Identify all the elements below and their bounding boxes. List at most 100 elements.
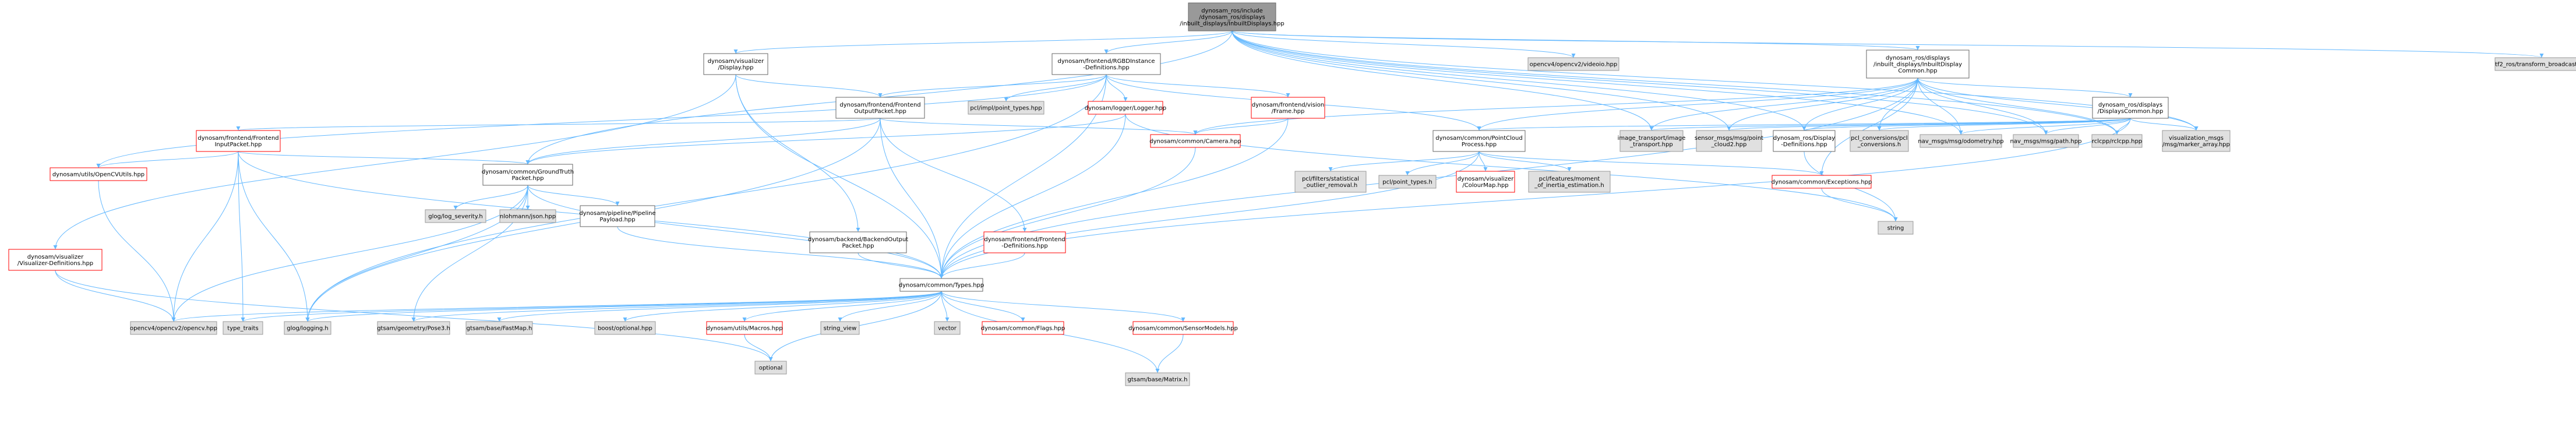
node-label-line: InputPacket.hpp <box>215 142 262 148</box>
node-label-line: Packet.hpp <box>842 243 874 249</box>
node-label-line: opencv4/opencv2/opencv.hpp <box>130 326 217 332</box>
node-box <box>1696 130 1762 152</box>
node-vision_frame[interactable]: dynosam/frontend/vision/Frame.hpp <box>1251 97 1325 119</box>
edge-root-to-tf2 <box>1231 30 2543 58</box>
edge-inbuilt_common-to-pointcloud <box>1477 77 1918 131</box>
node-exceptions[interactable]: dynosam/common/Exceptions.hpp <box>1772 175 1872 189</box>
edge-vis_display-to-types <box>735 74 944 279</box>
node-rgbd[interactable]: dynosam/frontend/RGBDInstance-Definition… <box>1051 53 1161 75</box>
node-label-line: glog/logging.h <box>287 326 329 332</box>
node-label-line: /DisplaysCommon.hpp <box>2098 108 2164 115</box>
node-box <box>465 321 533 335</box>
node-camera[interactable]: dynosam/common/Camera.hpp <box>1149 134 1241 148</box>
node-label-line: dynosam/common/Types.hpp <box>899 283 984 289</box>
node-label-line: dynosam/visualizer <box>27 254 84 260</box>
node-box <box>899 278 983 292</box>
node-box <box>594 321 656 335</box>
node-logger[interactable]: dynosam/logger/Logger.hpp <box>1085 101 1166 115</box>
edge-types-to-gtsam_pose3 <box>411 291 942 322</box>
node-opencv_utils[interactable]: dynosam/utils/OpenCVUtils.hpp <box>50 167 147 181</box>
edge-displays_common-to-image_transport <box>1650 118 2131 131</box>
edge-ground_truth-to-pipeline_payload <box>527 185 620 206</box>
node-pcl_filters: pcl/filters/statistical_outlier_removal.… <box>1294 171 1367 193</box>
node-box <box>425 209 486 223</box>
node-gtsam_pose3: gtsam/geometry/Pose3.h <box>377 321 450 335</box>
edge-pointcloud-to-pcl_moment <box>1478 151 1572 172</box>
node-box <box>1527 57 1619 71</box>
node-label-line: dynosam/common/GroundTruth <box>482 169 574 175</box>
edge-displays_common-to-nav_odom <box>1959 118 2131 135</box>
edge-rgbd-to-vision_frame <box>1106 74 1290 98</box>
node-label-line: visualization_msgs <box>2169 135 2224 142</box>
node-types[interactable]: dynosam/common/Types.hpp <box>899 278 984 292</box>
node-pcl_point_types_hpp: pcl/impl/point_types.hpp <box>968 101 1044 115</box>
node-label-line: gtsam/geometry/Pose3.h <box>377 326 450 332</box>
edge-inbuilt_common-to-vis_marker <box>1917 77 2199 131</box>
edge-types-to-opencv_main <box>171 291 942 322</box>
edge-frontend_output-to-types <box>880 118 944 279</box>
node-vis_display[interactable]: dynosam/visualizer/Display.hpp <box>703 53 768 75</box>
node-colourmap[interactable]: dynosam/visualizer/ColourMap.hpp <box>1456 171 1515 193</box>
node-label-line: Packet.hpp <box>512 175 544 182</box>
node-label-line: /msg/marker_array.hpp <box>2162 142 2230 148</box>
edge-root-to-sensor_pc2 <box>1231 30 1731 131</box>
node-label-line: dynosam/utils/OpenCVUtils.hpp <box>52 172 144 178</box>
edge-vis_defs-to-opencv_main <box>55 270 176 322</box>
node-box <box>1773 130 1836 152</box>
node-label-line: Process.hpp <box>1462 142 1497 148</box>
node-sensor_models[interactable]: dynosam/common/SensorModels.hpp <box>1128 321 1238 335</box>
node-label-line: -Definitions.hpp <box>1781 142 1827 148</box>
node-box <box>1150 134 1241 148</box>
edge-root-to-rgbd <box>1104 30 1233 54</box>
edge-vision_frame-to-camera <box>1193 118 1289 135</box>
edge-vis_defs-to-optional <box>55 270 773 362</box>
node-box <box>377 321 450 335</box>
node-optional: optional <box>754 361 787 375</box>
node-gtsam_fastmap: gtsam/base/FastMap.h <box>465 321 533 335</box>
edge-displays_common-to-pcl_conversions <box>1877 118 2131 131</box>
edge-frontend_output-to-ground_truth <box>525 118 881 165</box>
node-root[interactable]: dynosam_ros/include/dynosam_ros/displays… <box>1180 2 1285 31</box>
node-frontend_defs[interactable]: dynosam/frontend/Frontend-Definitions.hp… <box>983 231 1066 253</box>
node-type_traits: type_traits <box>223 321 263 335</box>
node-flags[interactable]: dynosam/common/Flags.hpp <box>981 321 1065 335</box>
edge-types-to-gtsam_fastmap <box>497 291 942 322</box>
edge-frontend_input-to-ground_truth <box>238 151 530 165</box>
node-gtsam_matrix: gtsam/base/Matrix.h <box>1125 372 1190 386</box>
node-box <box>1251 97 1325 119</box>
node-label-line: glog/log_severity.h <box>428 214 482 220</box>
node-label-line: dynosam/frontend/Frontend <box>984 237 1065 243</box>
edge-pointcloud-to-colourmap <box>1478 151 1488 172</box>
node-boost_optional: boost/optional.hpp <box>594 321 656 335</box>
node-box <box>1850 130 1909 152</box>
edge-frontend_defs-to-types <box>939 252 1025 279</box>
node-box <box>8 249 103 271</box>
node-macros[interactable]: dynosam/utils/Macros.hpp <box>706 321 783 335</box>
edge-logger-to-types <box>939 114 1126 279</box>
edge-pointcloud-to-exceptions <box>1478 151 1824 176</box>
node-label-line: gtsam/base/FastMap.h <box>467 326 532 332</box>
node-label-line: dynosam/common/PointCloud <box>1435 135 1523 142</box>
edge-vision_frame-to-types <box>939 118 1289 279</box>
node-label-line: pcl/point_types.h <box>1382 179 1432 186</box>
node-vis_defs[interactable]: dynosam/visualizer/Visualizer-Definition… <box>8 249 103 271</box>
node-label-line: dynosam/frontend/Frontend <box>197 135 278 142</box>
node-label-line: /inbuilt_displays/InbuiltDisplay <box>1873 62 1962 68</box>
node-label-line: dynosam/common/Camera.hpp <box>1149 139 1241 145</box>
node-box <box>820 321 860 335</box>
node-sensor_pc2: sensor_msgs/msg/point_cloud2.hpp <box>1695 130 1763 152</box>
edge-frontend_output-to-camera <box>880 118 1198 135</box>
node-string: string <box>1878 221 1914 235</box>
node-box <box>1088 101 1163 115</box>
node-frontend_output[interactable]: dynosam/frontend/FrontendOutputPacket.hp… <box>835 97 925 119</box>
edge-inbuilt_common-to-camera <box>1193 77 1918 135</box>
node-ros_display_defs[interactable]: dynosam_ros/Display-Definitions.hpp <box>1773 130 1836 152</box>
node-displays_common[interactable]: dynosam_ros/displays/DisplaysCommon.hpp <box>2092 97 2169 119</box>
node-inbuilt_common[interactable]: dynosam_ros/displays/inbuilt_displays/In… <box>1866 50 1970 79</box>
node-box <box>2091 134 2143 148</box>
